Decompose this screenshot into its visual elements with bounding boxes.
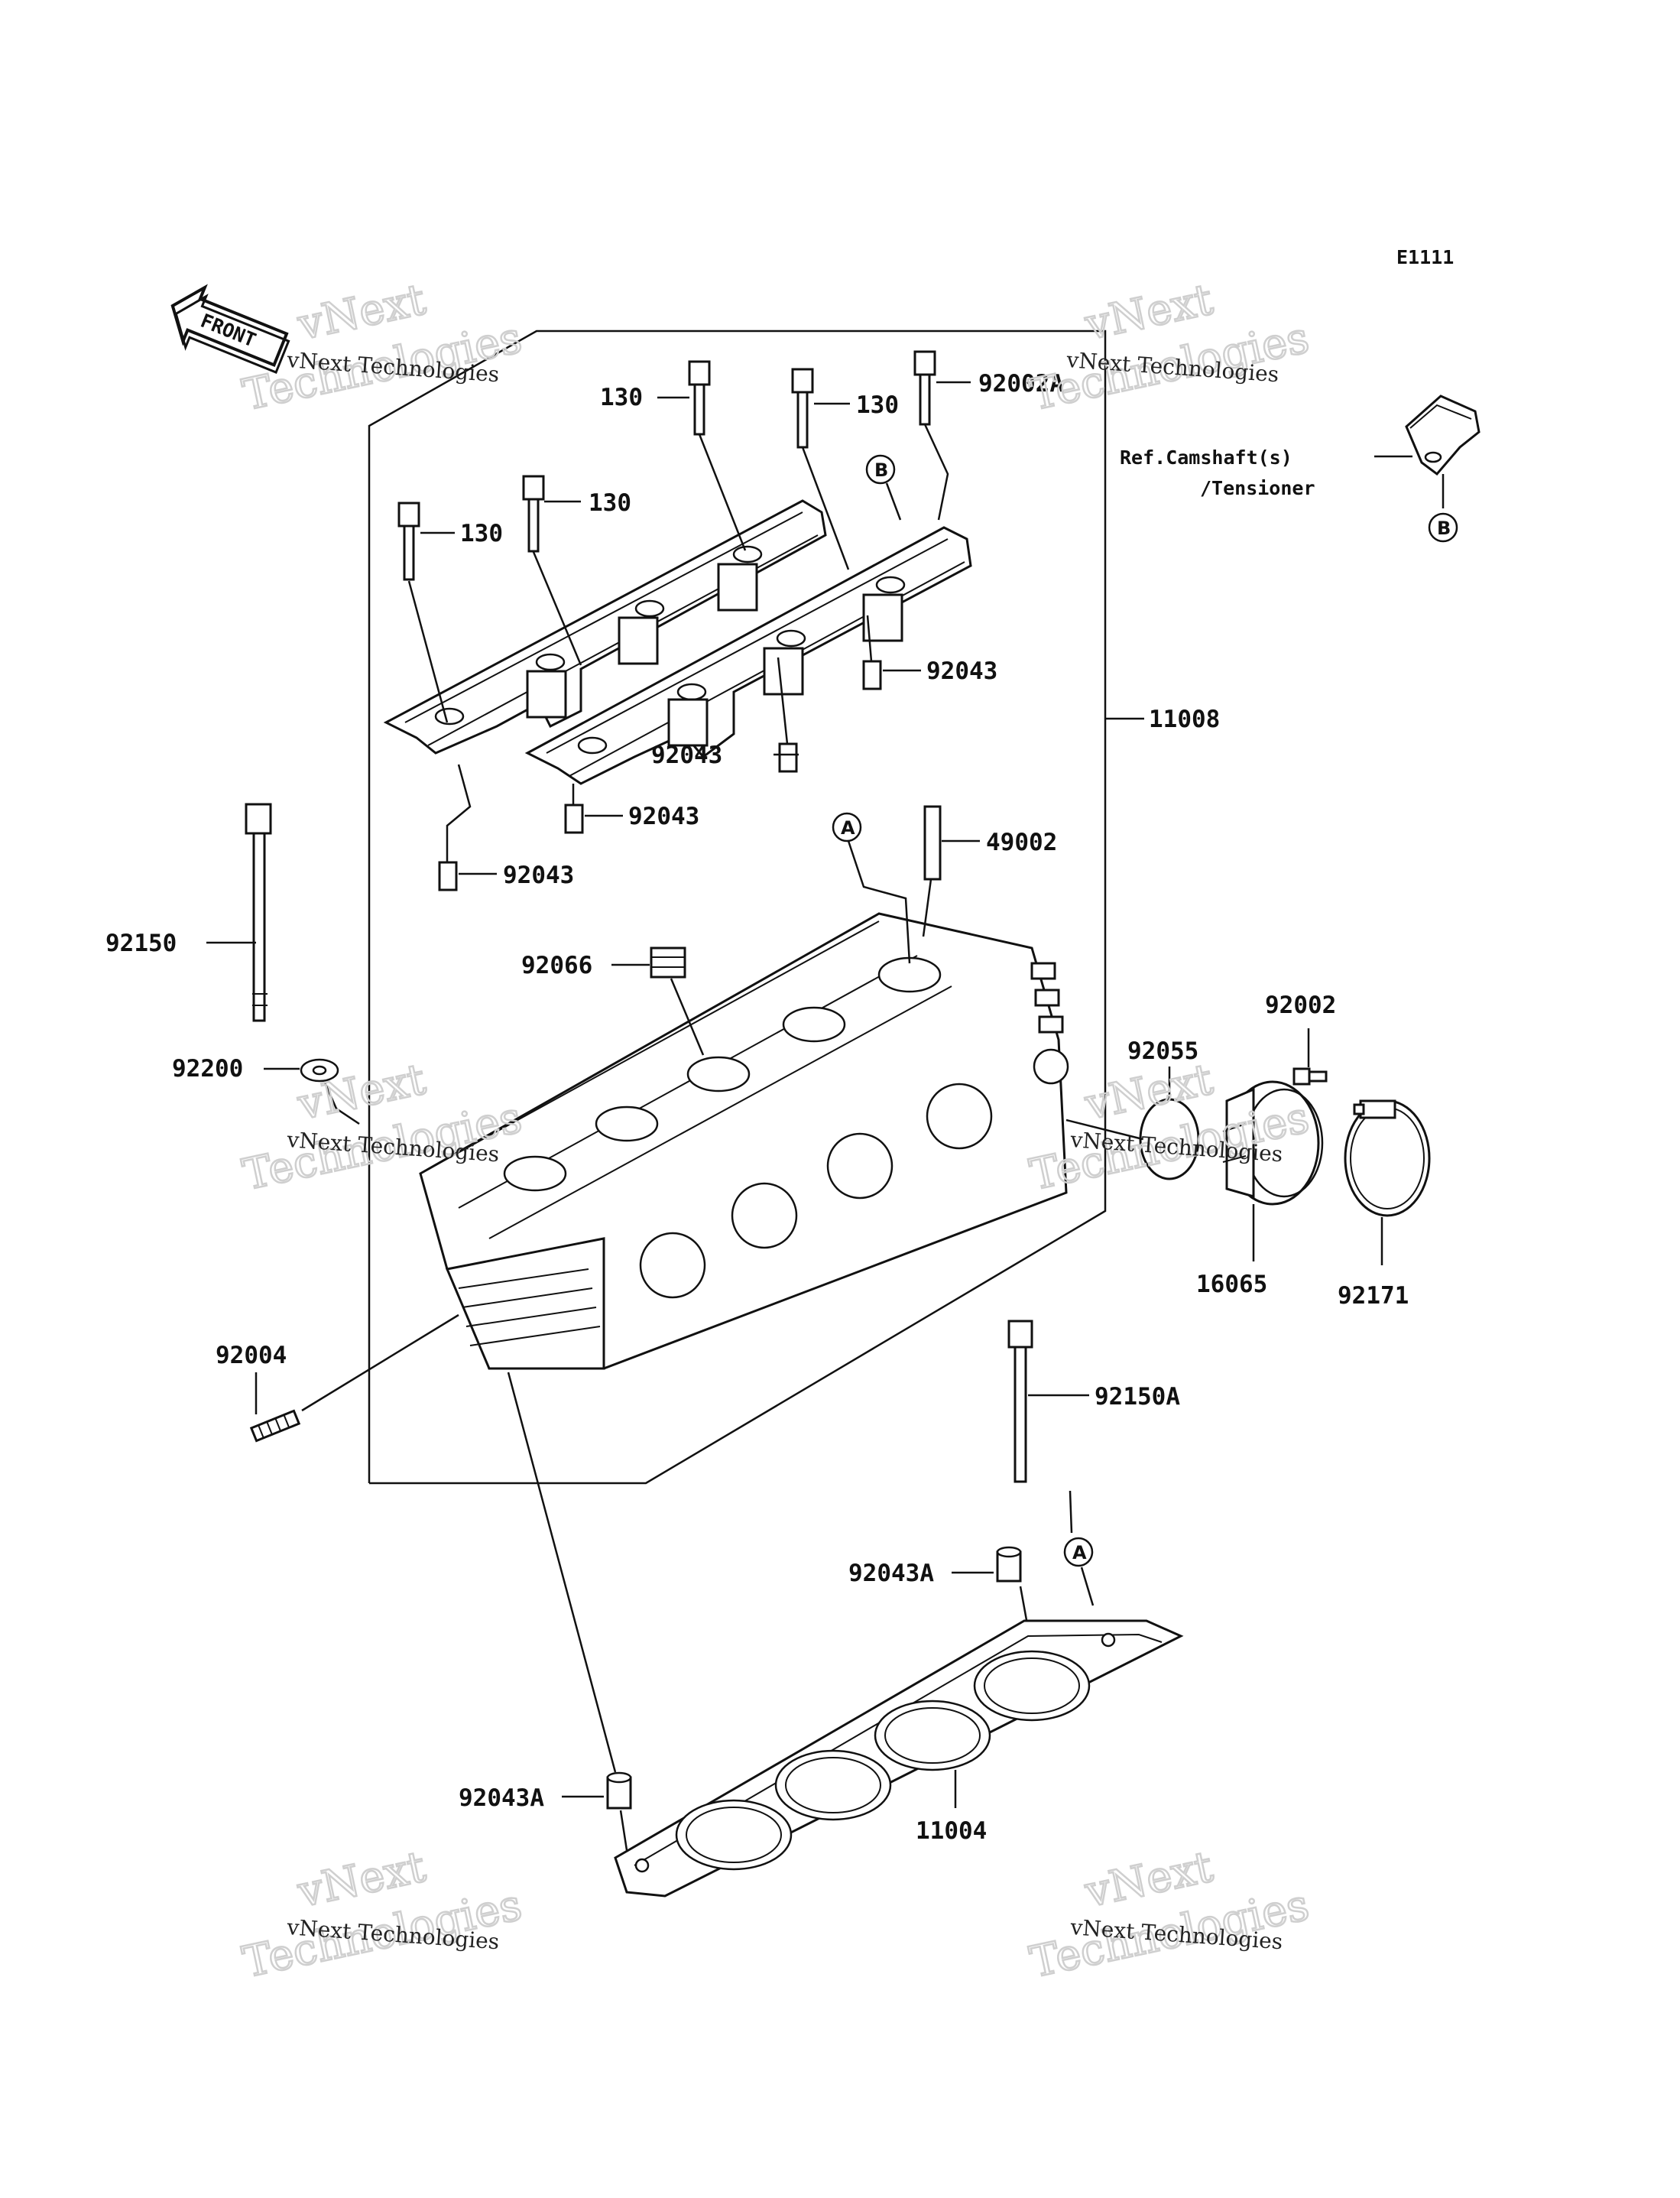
callout-a-bottom <box>1063 1537 1094 1567</box>
watermark-top-right: vNext Technologies <box>1025 274 1315 421</box>
bolt-92150a-icon <box>1007 1320 1033 1483</box>
dowel-92043a-top-icon <box>996 1546 1022 1583</box>
camshaft-cap-lower <box>524 526 972 785</box>
label-92043a-top: 92043A <box>848 1560 934 1587</box>
label-130-c: 130 <box>600 384 643 411</box>
bolt-130-a-icon <box>397 502 420 581</box>
callout-b-right-text: B <box>1437 518 1451 539</box>
label-16065: 16065 <box>1196 1271 1267 1298</box>
label-130-a: 130 <box>460 520 503 547</box>
stud-92004-icon <box>249 1409 301 1443</box>
bolt-92002a-icon <box>913 350 936 426</box>
valve-guide-49002-icon <box>923 805 942 881</box>
head-gasket-11004-icon <box>614 1619 1184 1898</box>
tensioner-bracket-icon <box>1405 394 1481 476</box>
watermark-bottom-right: vNext Technologies <box>1025 1841 1315 1989</box>
label-49002: 49002 <box>986 829 1057 856</box>
cylinder-head-icon <box>419 912 1069 1370</box>
label-92043-d: 92043 <box>503 862 574 889</box>
clamp-92171-icon <box>1344 1099 1431 1217</box>
label-92043-c: 92043 <box>628 803 699 830</box>
label-92150a: 92150A <box>1095 1383 1180 1411</box>
bolt-130-b-icon <box>522 475 545 553</box>
callout-b-top-text: B <box>874 459 888 481</box>
callout-b-top <box>865 454 896 485</box>
label-130-b: 130 <box>589 489 631 517</box>
dowel-92043-a-icon <box>862 660 882 690</box>
assembly-frame <box>368 330 1107 1485</box>
holder-16065-icon <box>1222 1080 1324 1206</box>
label-92002: 92002 <box>1265 992 1336 1019</box>
dowel-92043-d-icon <box>438 861 458 891</box>
callout-a-top-text: A <box>841 817 855 839</box>
dowel-92043-c-icon <box>564 804 584 834</box>
label-130-d: 130 <box>856 391 899 419</box>
label-92171: 92171 <box>1338 1282 1409 1310</box>
label-11008: 11008 <box>1149 706 1220 733</box>
callout-b-right <box>1428 512 1458 543</box>
callout-a-bottom-text: A <box>1072 1542 1087 1563</box>
label-92004: 92004 <box>216 1342 287 1369</box>
label-92043-b: 92043 <box>651 742 722 769</box>
bolt-130-c-icon <box>688 360 711 436</box>
callout-a-top <box>832 812 862 843</box>
label-92043-a: 92043 <box>926 657 997 685</box>
bolt-92150-icon <box>245 803 272 1022</box>
label-92150: 92150 <box>105 930 177 957</box>
watermark-bottom-left: vNext Technologies <box>238 1841 527 1989</box>
label-92002a: 92002A <box>978 370 1064 398</box>
plug-92066-icon <box>650 946 686 979</box>
label-92066: 92066 <box>521 952 592 979</box>
label-11004: 11004 <box>916 1817 987 1845</box>
ref-note-line1: Ref.Camshaft(s) <box>1120 446 1292 469</box>
diagram-code: E1111 <box>1396 246 1454 268</box>
dowel-92043-b-icon <box>778 742 798 773</box>
bolt-130-d-icon <box>791 368 814 449</box>
washer-92200-icon <box>300 1058 339 1083</box>
dowel-92043a-bottom-icon <box>606 1771 632 1810</box>
camshaft-cap-upper <box>383 499 827 755</box>
label-92043a-bottom: 92043A <box>459 1784 544 1812</box>
bolt-92002-icon <box>1292 1067 1328 1086</box>
label-92200: 92200 <box>172 1055 243 1083</box>
label-92055: 92055 <box>1127 1037 1198 1065</box>
ref-note-line2: /Tensioner <box>1200 477 1315 499</box>
